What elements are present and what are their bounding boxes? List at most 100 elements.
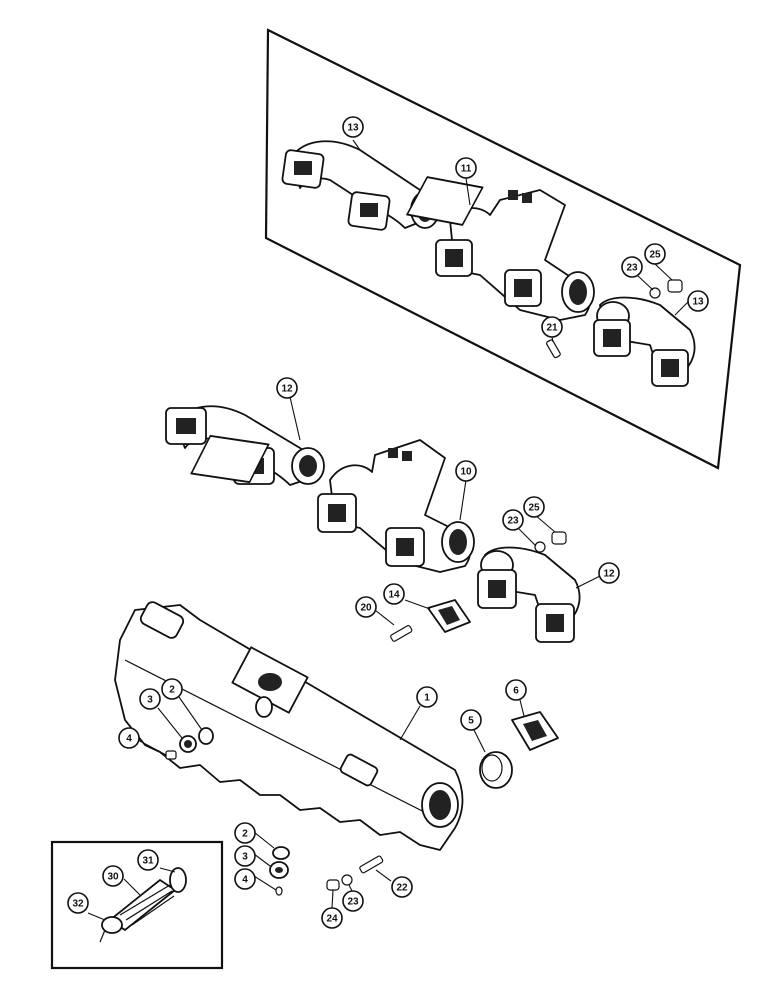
housing-32 [99, 916, 123, 943]
callout-13: 13 [687, 290, 709, 312]
leader-1 [399, 705, 421, 741]
leader-3a [157, 707, 183, 739]
manifold-center-10 [190, 434, 475, 573]
callout-label: 4 [242, 875, 248, 886]
leader-2b [253, 831, 275, 849]
callout-label: 5 [468, 716, 474, 727]
leader-2a [178, 696, 203, 731]
callout-label: 22 [396, 883, 408, 894]
callout-12: 12 [598, 562, 620, 584]
leader-20 [374, 609, 395, 626]
gasket-14 [427, 599, 471, 633]
callout-14: 14 [383, 583, 405, 605]
callout-6: 6 [505, 679, 527, 701]
callout-12: 12 [276, 377, 298, 399]
callout-label: 23 [507, 516, 519, 527]
callout-label: 30 [107, 872, 119, 883]
leader-23a [636, 274, 654, 291]
callout-label: 2 [169, 685, 175, 696]
callout-label: 23 [347, 897, 359, 908]
callout-4: 4 [118, 727, 140, 749]
callout-23: 23 [502, 509, 524, 531]
callout-label: 2 [242, 829, 248, 840]
callout-label: 24 [326, 914, 338, 925]
leader-23c [348, 884, 353, 892]
callout-label: 11 [461, 164, 472, 175]
gasket-6 [511, 711, 559, 751]
main-manifold-body-1 [114, 601, 464, 851]
leader-5 [473, 729, 486, 753]
callout-label: 32 [72, 899, 84, 910]
leader-13a [352, 139, 361, 151]
callout-label: 13 [347, 123, 359, 134]
callout-21: 21 [541, 316, 563, 338]
callout-label: 3 [147, 695, 153, 706]
inset-stud-21 [546, 339, 561, 359]
stud-20 [390, 625, 413, 642]
leader-14 [404, 599, 431, 610]
washer-23-bottom [341, 874, 353, 886]
leader-10 [459, 479, 467, 521]
callout-label: 12 [603, 569, 615, 580]
callout-25: 25 [523, 496, 545, 518]
inset-elbow-13-lower [593, 296, 696, 387]
plug-5 [479, 751, 513, 789]
callout-5: 5 [460, 709, 482, 731]
callout-20: 20 [355, 596, 377, 618]
callout-label: 6 [513, 686, 519, 697]
inset-washer-23 [649, 287, 661, 299]
leader-3b [253, 853, 271, 867]
inset-nut-25 [667, 279, 683, 293]
fitting-set-b [269, 846, 290, 896]
callout-label: 23 [626, 263, 638, 274]
alternate-manifold-inset-panel [264, 28, 742, 470]
callout-label: 20 [360, 603, 372, 614]
callout-label: 1 [424, 693, 430, 704]
callout-31: 31 [137, 849, 159, 871]
callout-label: 14 [388, 590, 400, 601]
seal-31 [169, 867, 187, 893]
leader-23b [518, 528, 537, 547]
callout-3: 3 [234, 845, 256, 867]
inset-elbow-13-upper [281, 140, 440, 231]
leader-30 [123, 878, 141, 896]
leader-12a [289, 396, 301, 441]
callout-10: 10 [455, 460, 477, 482]
leader-31 [159, 867, 176, 873]
stud-22 [359, 855, 384, 874]
callout-label: 12 [281, 384, 293, 395]
callout-30: 30 [102, 865, 124, 887]
inset-manifold-center-11 [406, 176, 595, 321]
callout-23: 23 [342, 890, 364, 912]
callout-label: 10 [460, 467, 472, 478]
leader-32 [87, 912, 106, 921]
callout-1: 1 [416, 686, 438, 708]
leader-12b [575, 575, 601, 589]
leader-4a [137, 739, 167, 756]
callout-label: 3 [242, 852, 248, 863]
leader-11 [465, 177, 471, 206]
nut-25-mid [551, 531, 567, 545]
callout-label: 25 [528, 503, 540, 514]
callout-23: 23 [621, 256, 643, 278]
callout-label: 25 [649, 250, 661, 261]
callout-24: 24 [321, 907, 343, 929]
callout-25: 25 [644, 243, 666, 265]
callout-22: 22 [391, 876, 413, 898]
callout-label: 21 [546, 323, 558, 334]
callout-2: 2 [234, 822, 256, 844]
callout-4: 4 [234, 868, 256, 890]
leader-4b [253, 875, 277, 891]
thermostat-inset-box [50, 840, 224, 970]
elbow-12-lower [477, 546, 581, 643]
callout-label: 4 [126, 734, 132, 745]
leader-25b [534, 514, 556, 533]
leader-25a [654, 263, 673, 281]
leader-22 [375, 869, 392, 882]
leader-24 [331, 889, 334, 909]
callout-2: 2 [161, 678, 183, 700]
callout-3: 3 [139, 688, 161, 710]
callout-32: 32 [67, 892, 89, 914]
callout-13: 13 [342, 116, 364, 138]
